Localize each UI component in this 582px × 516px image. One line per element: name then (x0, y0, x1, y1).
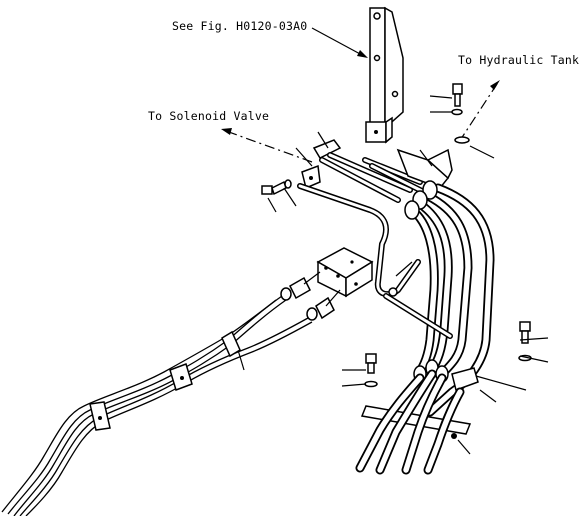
see-fig-leader-arrow (311, 27, 368, 58)
wire-harness (1, 295, 313, 516)
bolt-icon (261, 179, 292, 196)
manifold-block (396, 148, 453, 189)
pilot-tube-loop (297, 183, 453, 339)
hose-clamp-plate (301, 139, 342, 190)
see-fig-label: See Fig. H0120-03A0 (172, 19, 307, 33)
to-hydraulic-tank-arrow (458, 80, 500, 143)
callout-leaders (237, 95, 549, 455)
to-solenoid-valve-label: To Solenoid Valve (148, 109, 269, 123)
main-hoses (407, 183, 495, 417)
to-hydraulic-tank-label: To Hydraulic Tank (458, 53, 579, 67)
bolt-icon (518, 321, 532, 362)
connectors (280, 271, 341, 321)
mounting-bracket (365, 6, 404, 144)
harness-clamps (89, 330, 241, 431)
junction-box (316, 247, 374, 298)
lower-hose-ends (355, 369, 465, 475)
bolt-icon (451, 83, 470, 144)
bolt-icon (364, 353, 378, 388)
to-solenoid-valve-arrow (221, 128, 313, 163)
